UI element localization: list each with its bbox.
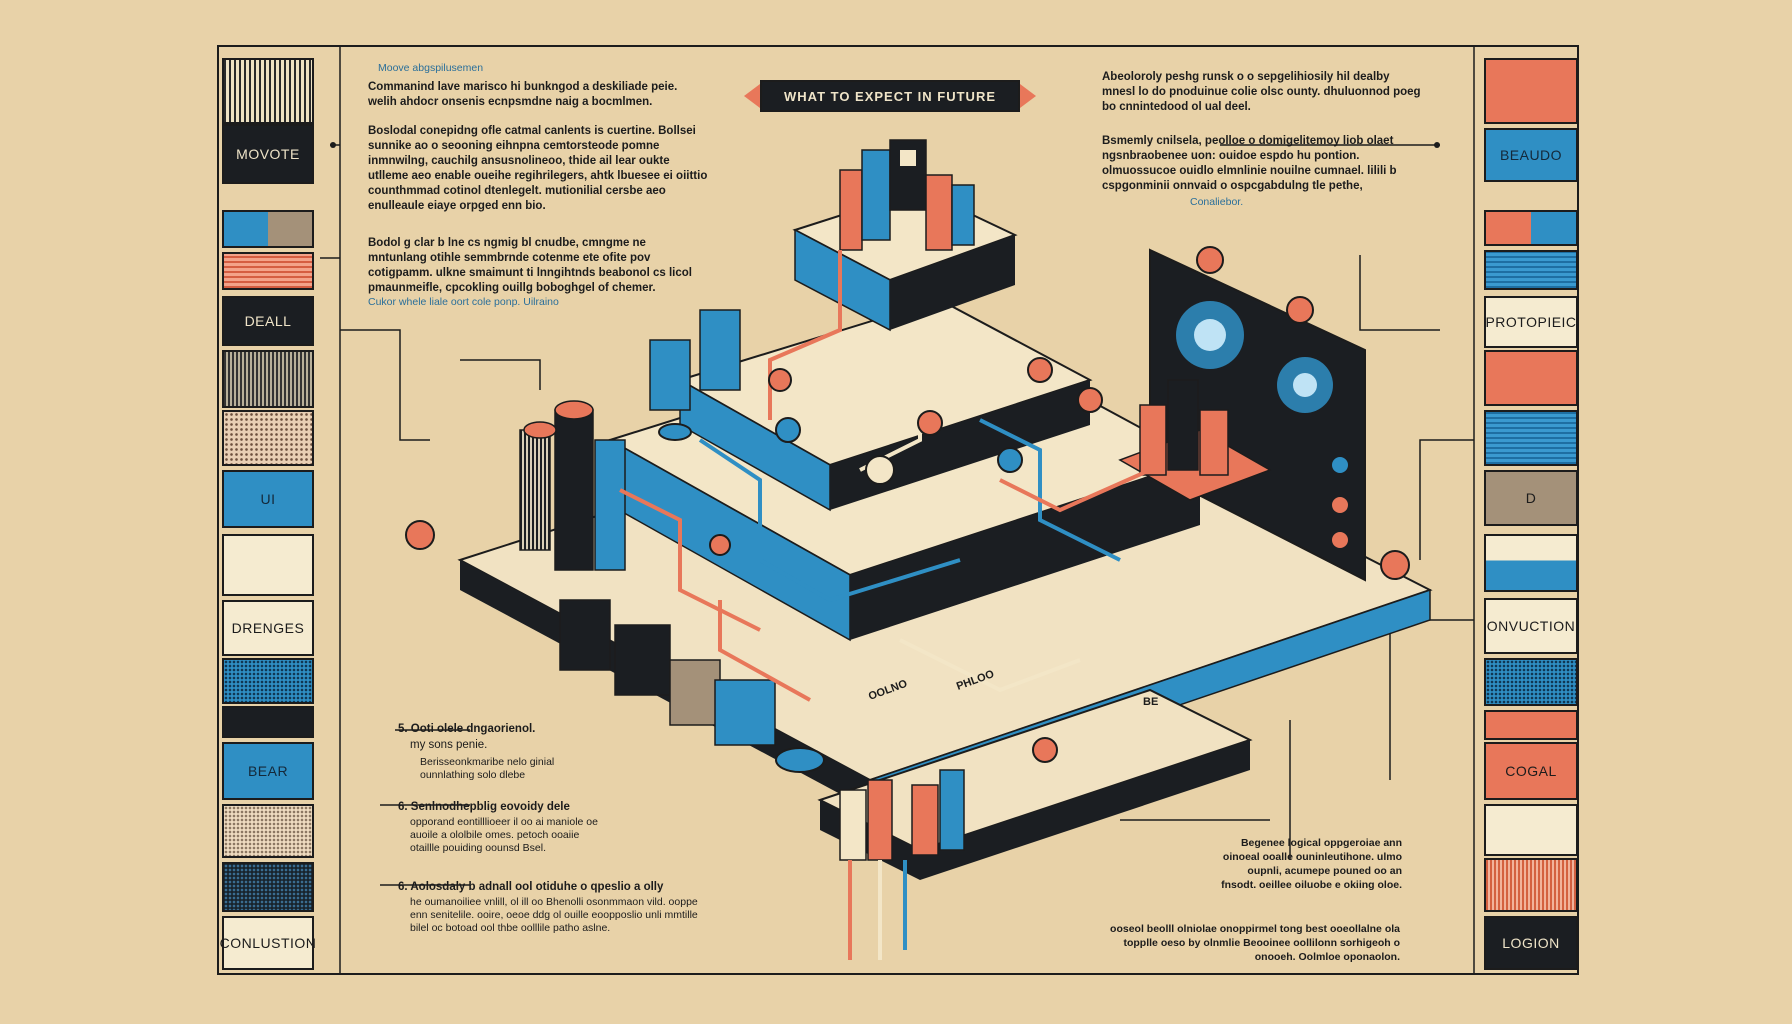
- right-paragraph-3: Begenee logical oppgeroiae ann oinoeal o…: [1221, 837, 1402, 891]
- right-caption-1: Conaliebor.: [1190, 196, 1244, 208]
- left-swatch-15: [222, 862, 314, 912]
- left-list-1-body: Berisseonkmaribe nelo ginial ounnlathing…: [420, 756, 555, 781]
- left-swatch-label: DRENGES: [231, 620, 305, 636]
- left-paragraph-2: Boslodal conepidng ofle catmal canlents …: [368, 125, 708, 212]
- left-swatch-13: BEAR: [222, 742, 314, 800]
- right-swatch-3: [1484, 210, 1578, 246]
- right-swatch-15: [1484, 858, 1578, 912]
- top-building-cluster: [839, 139, 975, 251]
- left-tower-cluster: [519, 309, 741, 571]
- banner-left-tip: [744, 84, 760, 108]
- left-swatch-10: DRENGES: [222, 600, 314, 656]
- banner-title: WHAT TO EXPECT IN FUTURE: [760, 80, 1020, 112]
- left-list-3-body: he oumanoiliee vnlill, ol ill oo Bhenoll…: [410, 896, 698, 934]
- node-badges: [405, 246, 1410, 773]
- left-paragraph-3: Bodol g clar b lne cs ngmig bl cnudbe, c…: [368, 237, 692, 294]
- left-list-3-title: 6. Aolosdaly b adnall ool otiduhe o qpes…: [398, 881, 664, 893]
- left-swatch-label: MOVOTE: [236, 146, 300, 162]
- right-swatch-10: ONVUCTION: [1484, 598, 1578, 654]
- right-swatch-5: PROTOPIEIC: [1484, 296, 1578, 348]
- left-swatch-2: MOVOTE: [222, 124, 314, 184]
- right-paragraph-4: ooseol beolll olniolae onoppirmel tong b…: [1110, 923, 1400, 963]
- right-swatch-label: PROTOPIEIC: [1485, 314, 1577, 330]
- left-swatch-3: [222, 210, 314, 248]
- left-list-2-body: opporand eontilllioeer il oo ai maniole …: [410, 816, 598, 854]
- left-swatch-16: CONLUSTION: [219, 916, 317, 970]
- platform-top: [792, 188, 1018, 332]
- display-panel: [1149, 248, 1366, 582]
- left-list-2-title: 6. Senlnodhepblig eovoidy dele: [398, 801, 570, 813]
- right-building-cluster: [1118, 379, 1272, 501]
- bottom-building-cluster: [839, 769, 965, 861]
- right-swatch-label: D: [1525, 490, 1537, 506]
- right-swatch-label: ONVUCTION: [1486, 618, 1576, 634]
- right-swatch-2: BEAUDO: [1484, 128, 1578, 182]
- left-swatch-6: [222, 350, 314, 408]
- left-swatch-11: [222, 658, 314, 704]
- left-swatch-1: [222, 58, 314, 124]
- left-list-1-title: 5. Ooti olele dngaorienol.: [398, 723, 536, 735]
- left-swatch-label: BEAR: [247, 763, 289, 779]
- left-swatch-4: [222, 252, 314, 290]
- left-swatch-label: UI: [260, 491, 276, 507]
- right-swatch-16: LOGION: [1484, 916, 1578, 970]
- right-swatch-1: [1484, 58, 1578, 124]
- left-swatch-9: [222, 534, 314, 596]
- left-swatch-12: [222, 706, 314, 738]
- right-paragraph-1: Abeoloroly peshg runsk o o sepgelihiosil…: [1102, 71, 1421, 113]
- right-swatch-label: COGAL: [1505, 763, 1557, 779]
- right-paragraph-2: Bsmemly cnilsela, peolloe o domigelitemo…: [1102, 135, 1397, 192]
- lower-block-row: [559, 599, 776, 746]
- left-swatch-7: [222, 410, 314, 466]
- left-swatch-label: CONLUSTION: [219, 935, 317, 951]
- left-caption-top: Moove abgspilusemen: [378, 62, 484, 74]
- left-caption-2: Cukor whele liale oort cole ponp. Uilrai…: [368, 296, 559, 308]
- left-swatch-5: DEALL: [222, 296, 314, 346]
- right-swatch-6: [1484, 350, 1578, 406]
- left-paragraph-1: Commanind lave marisco hi bunkngod a des…: [368, 81, 678, 108]
- banner-right-tip: [1020, 84, 1036, 108]
- right-swatch-4: [1484, 250, 1578, 290]
- left-swatch-label: DEALL: [244, 313, 292, 329]
- left-swatch-14: [222, 804, 314, 858]
- right-swatch-13: COGAL: [1484, 742, 1578, 800]
- right-swatch-12: [1484, 710, 1578, 740]
- right-swatch-label: BEAUDO: [1499, 147, 1563, 163]
- left-swatch-8: UI: [222, 470, 314, 528]
- diagram-label-3: BE: [1143, 696, 1158, 708]
- right-swatch-8: D: [1484, 470, 1578, 526]
- pipe-network: [619, 250, 1151, 960]
- right-swatch-label: LOGION: [1502, 935, 1560, 951]
- left-list-1-sub: my sons penie.: [410, 739, 488, 751]
